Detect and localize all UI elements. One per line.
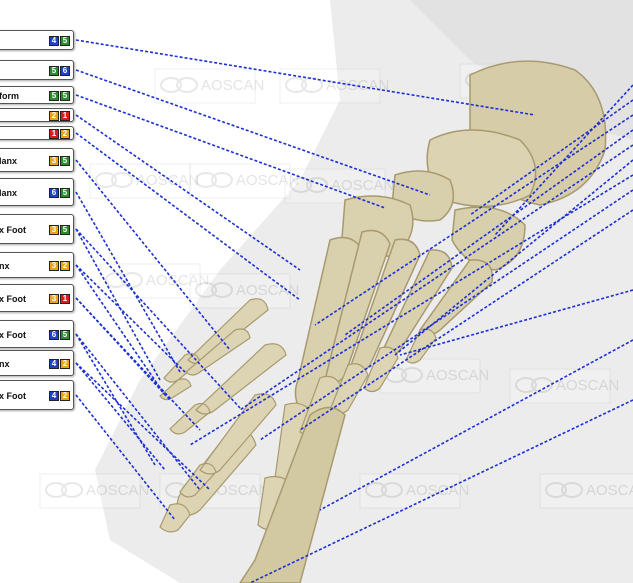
anatomy-label-text: lanx (0, 188, 17, 198)
leader-line (76, 229, 160, 380)
score-badge: 2 (60, 359, 70, 369)
score-badge: 5 (60, 156, 70, 166)
aoscan-watermark: AOSCAN (90, 164, 199, 198)
aoscan-watermark: AOSCAN (190, 274, 299, 308)
score-badge: 5 (60, 188, 70, 198)
score-badge: 2 (60, 129, 70, 139)
aoscan-watermark: AOSCAN (40, 474, 149, 508)
score-badge: 5 (60, 330, 70, 340)
aoscan-watermark: AOSCAN (540, 474, 633, 508)
score-badge: 1 (49, 129, 59, 139)
anatomy-label-text: x Foot (0, 330, 26, 340)
score-badge: 2 (49, 111, 59, 121)
aoscan-watermark: AOSCAN (380, 359, 489, 393)
score-badge: 4 (49, 36, 59, 46)
score-badge: 4 (49, 391, 59, 401)
score-badge: 3 (49, 294, 59, 304)
score-badge: 2 (60, 261, 70, 271)
watermark-text: AOSCAN (236, 282, 299, 299)
score-badge: 1 (60, 294, 70, 304)
aoscan-watermark: AOSCAN (190, 164, 299, 198)
score-badge: 3 (49, 261, 59, 271)
score-badge: 3 (49, 156, 59, 166)
score-badge: 5 (60, 36, 70, 46)
anatomy-label-text: nx (0, 359, 10, 369)
watermark-text: AOSCAN (406, 482, 469, 499)
watermark-text: AOSCAN (586, 482, 633, 499)
score-badge: 5 (60, 225, 70, 235)
score-badge: 6 (60, 66, 70, 76)
score-badge: 5 (49, 66, 59, 76)
anatomy-label-text: nx (0, 261, 10, 271)
score-badge: 4 (49, 359, 59, 369)
score-badge: 1 (60, 111, 70, 121)
anatomy-label-text: x Foot (0, 391, 26, 401)
aoscan-watermark: AOSCAN (155, 69, 264, 103)
watermark-text: AOSCAN (86, 482, 149, 499)
watermark-text: AOSCAN (426, 367, 489, 384)
score-badge: 2 (60, 391, 70, 401)
anatomy-label-text: x Foot (0, 294, 26, 304)
score-badge: 3 (49, 225, 59, 235)
watermark-text: AOSCAN (201, 77, 264, 94)
anatomy-label-text: x Foot (0, 225, 26, 235)
score-badge: 5 (60, 91, 70, 101)
anatomy-label-text: form (0, 91, 19, 101)
anatomy-label-text: lanx (0, 156, 17, 166)
score-badge: 6 (49, 188, 59, 198)
aoscan-watermark: AOSCAN (280, 69, 389, 103)
watermark-text: AOSCAN (556, 377, 619, 394)
score-badge: 6 (49, 330, 59, 340)
score-badge: 5 (49, 91, 59, 101)
